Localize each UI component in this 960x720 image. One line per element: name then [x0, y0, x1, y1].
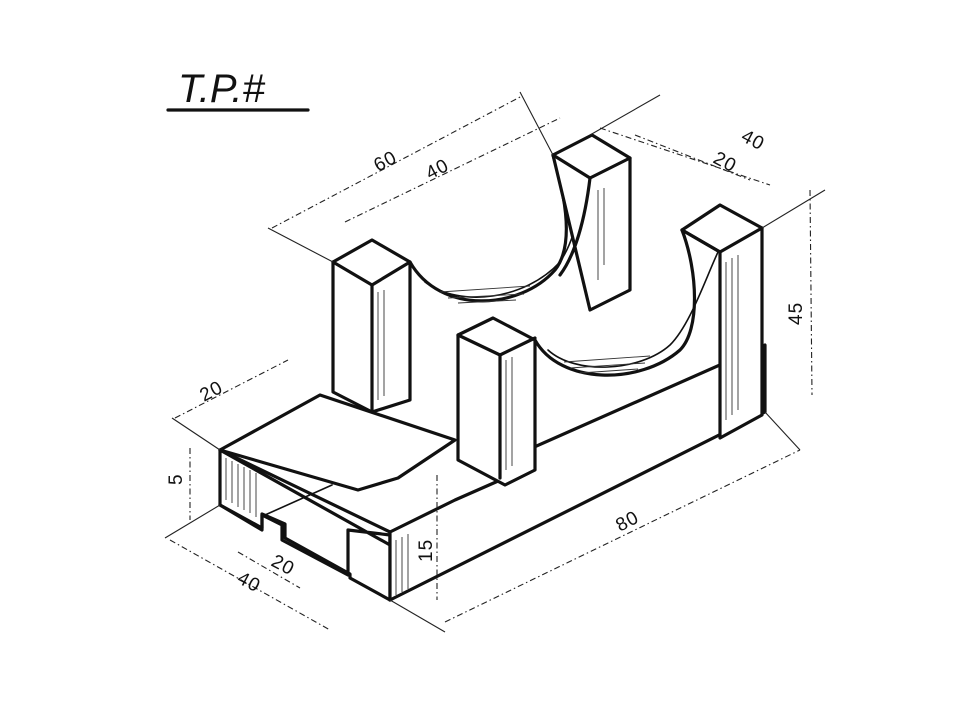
- dim-line-40-base: [169, 539, 331, 631]
- dim-line-40-top: [344, 117, 561, 223]
- rear-centre-face-curve: [558, 176, 592, 277]
- dim-label-20-base: 20: [196, 377, 226, 406]
- dim-label-5: 5: [166, 473, 187, 485]
- dim-label-40-top: 40: [422, 155, 452, 184]
- dim-label-40-base: 40: [234, 568, 264, 597]
- front-cradle-curve: [533, 228, 697, 377]
- title-block: T.P.#: [166, 67, 310, 112]
- dim-line-20-slot: [237, 551, 301, 589]
- slot-profile: [218, 503, 392, 602]
- rear-left-top-back: [370, 260, 412, 287]
- dim-label-80: 80: [612, 507, 642, 536]
- rear-centre-block: [551, 133, 632, 312]
- dim-line-40-depth: [599, 127, 771, 186]
- dim-line-20-base: [174, 359, 289, 419]
- rear-right-top-back: [718, 226, 764, 254]
- dimension-lines: [164, 91, 826, 633]
- dim-label-20-slot: 20: [268, 551, 298, 580]
- dim-label-60: 60: [370, 147, 400, 176]
- rear-left-top-edge: [331, 260, 374, 287]
- rear-right-top-edge: [680, 228, 722, 254]
- dim-line-80: [444, 449, 801, 623]
- dim-line-45: [809, 189, 813, 396]
- dim-label-20-depth: 20: [710, 148, 740, 177]
- front-cradle-inner: [547, 251, 719, 368]
- rear-centre-top-edge: [551, 153, 592, 180]
- base-top-face: [218, 393, 457, 492]
- drawing-title: T.P.#: [178, 67, 266, 111]
- solid-body: [218, 133, 767, 602]
- front-side-face: [388, 343, 767, 602]
- dim-label-45: 45: [786, 302, 807, 325]
- shading-hatch: [225, 188, 739, 595]
- dim-label-40-depth: 40: [738, 126, 768, 155]
- rear-centre-top-back: [588, 156, 632, 180]
- slot-depth-line: [264, 484, 333, 516]
- front-upright-top-back: [498, 336, 537, 357]
- dim-label-15: 15: [416, 539, 437, 562]
- front-upright: [456, 316, 537, 487]
- front-upright-top-edge: [456, 333, 502, 357]
